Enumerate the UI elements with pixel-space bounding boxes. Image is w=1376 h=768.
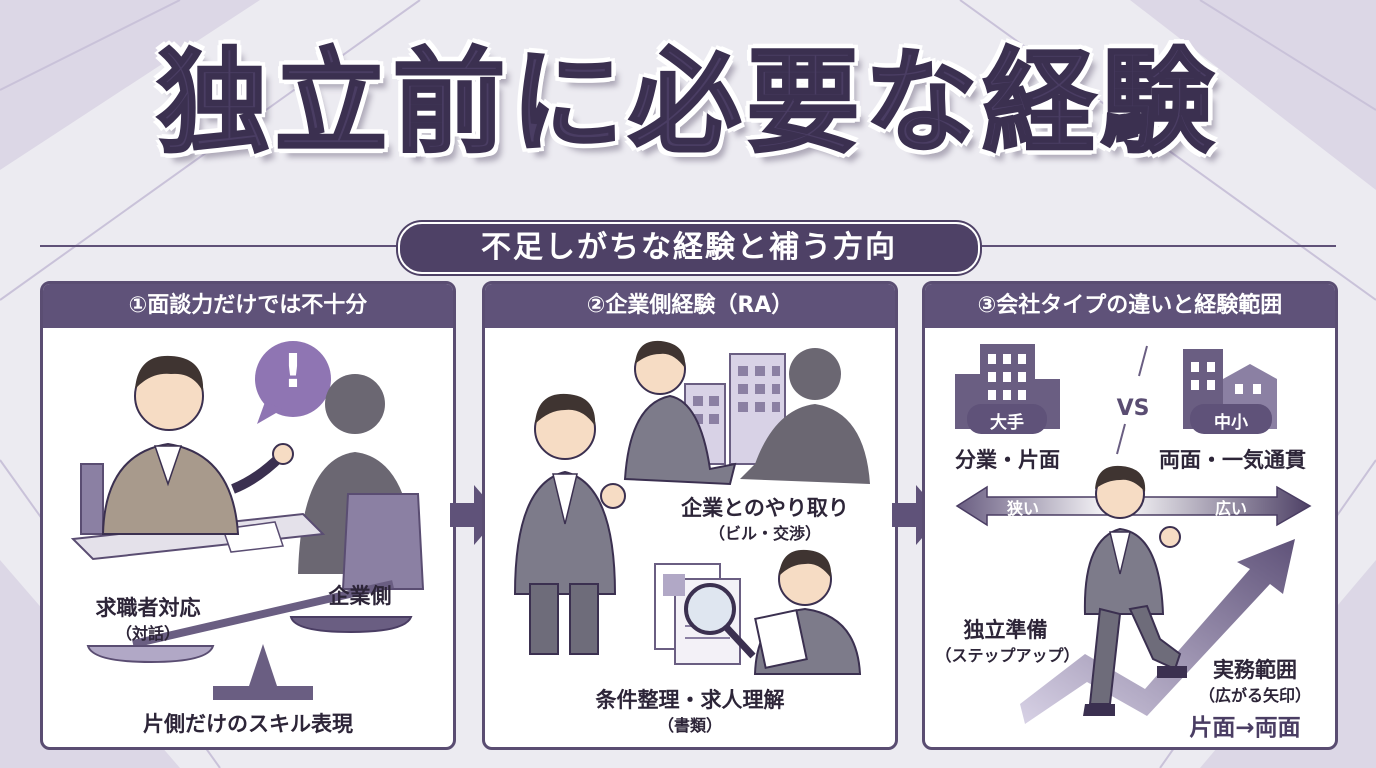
large-company-tag: 大手 [990,413,1024,433]
large-company-desc: 分業・片面 [955,448,1060,472]
man-talking-icon [101,355,294,535]
balance-scale-icon [86,580,413,700]
panel-company-type: ③会社タイプの違いと経験範囲 大手 分業・片面 VS 中小 両面・一気通貫 狭い… [922,281,1338,750]
panel1-left-sub: （対話） [115,624,180,643]
panel1-bottom-label: 片側だけのスキル表現 [143,712,353,736]
panel2-heading: ②企業側経験（RA） [485,284,895,328]
standing-man-icon [513,393,626,655]
handshake-man-icon [623,340,737,486]
panel-interview-skill: ①面談力だけでは不十分 ! 求職者対応 （対話） 企業側 片側だけのスキル表現 [40,281,456,750]
panel2-bottom-sub: （書類） [657,716,722,735]
subtitle-line-right [976,245,1336,247]
panel1-alert-mark: ! [282,344,304,398]
panel1-heading: ①面談力だけでは不十分 [43,284,453,328]
large-company-building-icon [955,344,1060,434]
subtitle-line-left [40,245,400,247]
arrow-right-icon [892,485,942,545]
panel2-top-label: 企業とのやり取り [681,496,849,520]
reading-man-icon [753,549,862,675]
result-label: 片面→両面 [1189,715,1301,741]
small-company-building-icon [1183,349,1277,434]
panel2-bottom-label: 条件整理・求人理解 [595,688,785,712]
rising-arrow-icon [1020,539,1295,724]
magnifier-icon [684,583,756,659]
narrow-label: 狭い [1006,499,1039,518]
panel1-right-label: 企業側 [328,584,392,608]
panel3-heading: ③会社タイプの違いと経験範囲 [925,284,1335,328]
company-type-illustration [955,344,1312,724]
speech-bubble-icon [255,341,331,417]
interview-illustration [70,341,425,700]
panel1-left-label: 求職者対応 [95,596,201,620]
silhouette-client-icon [740,348,870,484]
subtitle-banner: 不足しがちな経験と補う方向 [398,222,980,274]
company-illustration [513,340,870,675]
walking-man-icon [1083,465,1187,716]
scope-label: 実務範囲 [1213,658,1297,682]
wide-label: 広い [1214,499,1247,518]
small-company-desc: 両面・一気通貫 [1159,448,1306,472]
page-title: 独立前に必要な経験 [156,37,1219,170]
panel2-top-sub: （ビル・交渉） [708,524,821,543]
scope-sub: （広がる矢印） [1198,686,1311,705]
prep-sub: （ステップアップ） [935,646,1080,665]
panel-company-side: ②企業側経験（RA） 企業とのやり取り （ビル・交渉） 条件整理・求人理解 （書… [482,281,898,750]
prep-label: 独立準備 [963,618,1048,642]
small-company-tag: 中小 [1214,413,1248,433]
arrow-right-icon [450,485,500,545]
vs-label: VS [1116,396,1150,421]
